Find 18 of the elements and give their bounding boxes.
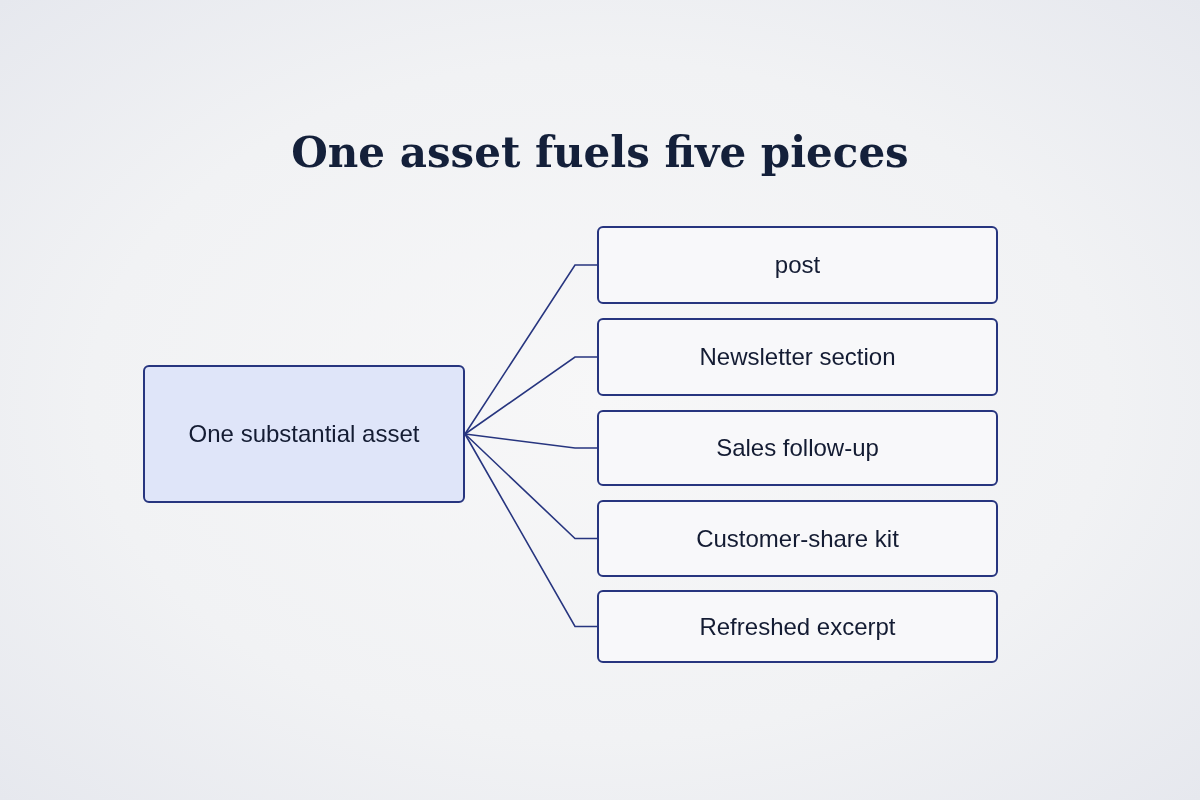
box-label: One substantial asset xyxy=(188,420,420,448)
process-box xyxy=(143,365,465,503)
box-label: Customer-share kit xyxy=(696,524,899,553)
box-label: Refreshed excerpt xyxy=(699,612,896,641)
process-box xyxy=(597,590,998,663)
process-box xyxy=(597,410,998,486)
process-box xyxy=(597,500,998,577)
box-label: Sales follow-up xyxy=(716,434,879,462)
process-box xyxy=(597,226,998,304)
box-label: post xyxy=(774,251,821,279)
connector-line xyxy=(464,433,598,449)
connector-line xyxy=(464,264,598,435)
box-label: Newsletter section xyxy=(699,343,896,371)
connector-line xyxy=(464,356,598,435)
title: One asset fuels five pieces xyxy=(291,128,909,177)
connector-line xyxy=(464,433,598,540)
process-box xyxy=(597,318,998,396)
connector-line xyxy=(464,433,598,628)
